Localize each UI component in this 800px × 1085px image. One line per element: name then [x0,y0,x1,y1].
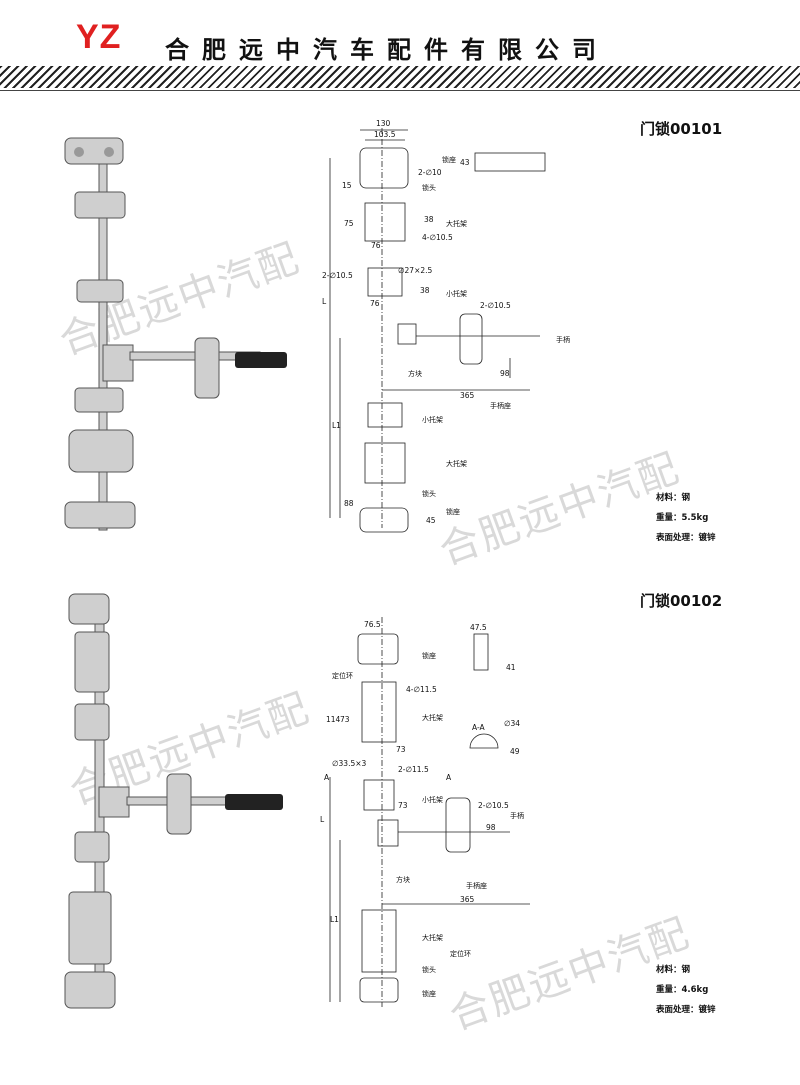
dim-88: 88 [344,499,354,508]
dim-49: 49 [510,747,520,756]
label-datuojia: 大托架 [422,713,443,722]
dim-L1: L1 [330,915,339,924]
dim-phi34: ∅34 [504,719,520,728]
dim-hole2a: 2-∅10 [418,168,442,177]
label-suozuo: 锁座 [422,651,436,660]
dim-L1: L1 [332,421,341,430]
header: YZ 合肥远中汽车配件有限公司 [0,0,800,66]
product-photo-lock-00102 [64,593,283,1009]
dim-15: 15 [342,181,352,190]
section-a-a: A-A [472,723,486,732]
dim-98: 98 [486,823,496,832]
dim-hole2b: 2-∅10.5 [478,801,509,810]
label-suozuo: 锁座 [446,507,460,516]
spec-material: 材料：钢 [656,965,691,975]
dim-130: 130 [376,119,391,128]
dim-76a: 76 [371,241,381,250]
dim-hole2b: 2-∅10.5 [322,271,353,280]
label-suozuo: 锁座 [422,989,436,998]
dim-tube: ∅33.5×3 [332,759,367,768]
dim-hole4: 4-∅11.5 [406,685,437,694]
dim-114: 114 [326,715,341,724]
label-dingweihuan: 定位环 [450,949,471,958]
dim-hole2a: 2-∅11.5 [398,765,429,774]
product-photo-lock-00101 [64,137,287,531]
label-fangkuai: 方块 [408,369,422,378]
spec-surface: 表面处理：镀锌 [656,533,716,543]
dim-hole4: 4-∅10.5 [422,233,453,242]
label-suotou: 锁头 [422,489,436,498]
label-fangkuai: 方块 [396,875,410,884]
dim-43: 43 [460,158,470,167]
product-title: 门锁00101 [640,120,723,138]
dim-tube: ∅27×2.5 [398,266,433,275]
label-xiaotuojia: 小托架 [446,289,467,298]
label-datuojia: 大托架 [446,459,467,468]
company-logo: YZ [76,18,122,56]
header-stripe-divider [0,66,800,88]
dim-38a: 38 [424,215,434,224]
label-dingweihuan: 定位环 [332,671,353,680]
dim-76-5: 76.5 [364,620,381,629]
dim-73a: 73 [340,715,350,724]
spec-material: 材料：钢 [656,493,691,503]
dim-365: 365 [460,895,475,904]
technical-drawing-lock-00102: 76.5 47.5 41 4-∅11.5 114 73 73 A-A ∅34 4… [320,617,530,1007]
label-suotou: 锁头 [422,183,436,192]
dim-73c: 73 [398,801,408,810]
spec-list: 材料：钢 重量：5.5kg 表面处理：镀锌 [656,488,716,548]
dim-L: L [320,815,325,824]
dim-41: 41 [506,663,516,672]
label-datuojia: 大托架 [422,933,443,942]
spec-weight: 重量：4.6kg [656,985,709,995]
company-name: 合肥远中汽车配件有限公司 [165,36,609,64]
dim-75: 75 [344,219,354,228]
label-suozuo: 锁座 [442,155,456,164]
technical-drawing-lock-00101: 130 103.5 43 15 75 38 76 4-∅10.5 2-∅10 ∅… [322,119,570,533]
section-mark-a: A [446,773,452,782]
dim-98: 98 [500,369,510,378]
dim-76b: 76 [370,299,380,308]
label-xiaotuojia: 小托架 [422,795,443,804]
dim-103-5: 103.5 [374,130,396,139]
dim-73b: 73 [396,745,406,754]
label-shoubing: 手柄 [510,811,524,820]
dim-L: L [322,297,327,306]
label-xiaotuojia: 小托架 [422,415,443,424]
product-title: 门锁00102 [640,592,723,610]
section-mark-a: A [324,773,330,782]
dim-38b: 38 [420,286,430,295]
dim-45: 45 [426,516,436,525]
label-suotou: 锁头 [422,965,436,974]
dim-hole2c: 2-∅10.5 [480,301,511,310]
dim-365: 365 [460,391,475,400]
label-shoubingzuo: 手柄座 [466,881,487,890]
label-shoubingzuo: 手柄座 [490,401,511,410]
label-datuojia: 大托架 [446,219,467,228]
spec-surface: 表面处理：镀锌 [656,1005,716,1015]
header-divider-line [0,90,800,91]
spec-list: 材料：钢 重量：4.6kg 表面处理：镀锌 [656,960,716,1020]
label-shoubing: 手柄 [556,335,570,344]
dim-47-5: 47.5 [470,623,487,632]
spec-weight: 重量：5.5kg [656,513,709,523]
